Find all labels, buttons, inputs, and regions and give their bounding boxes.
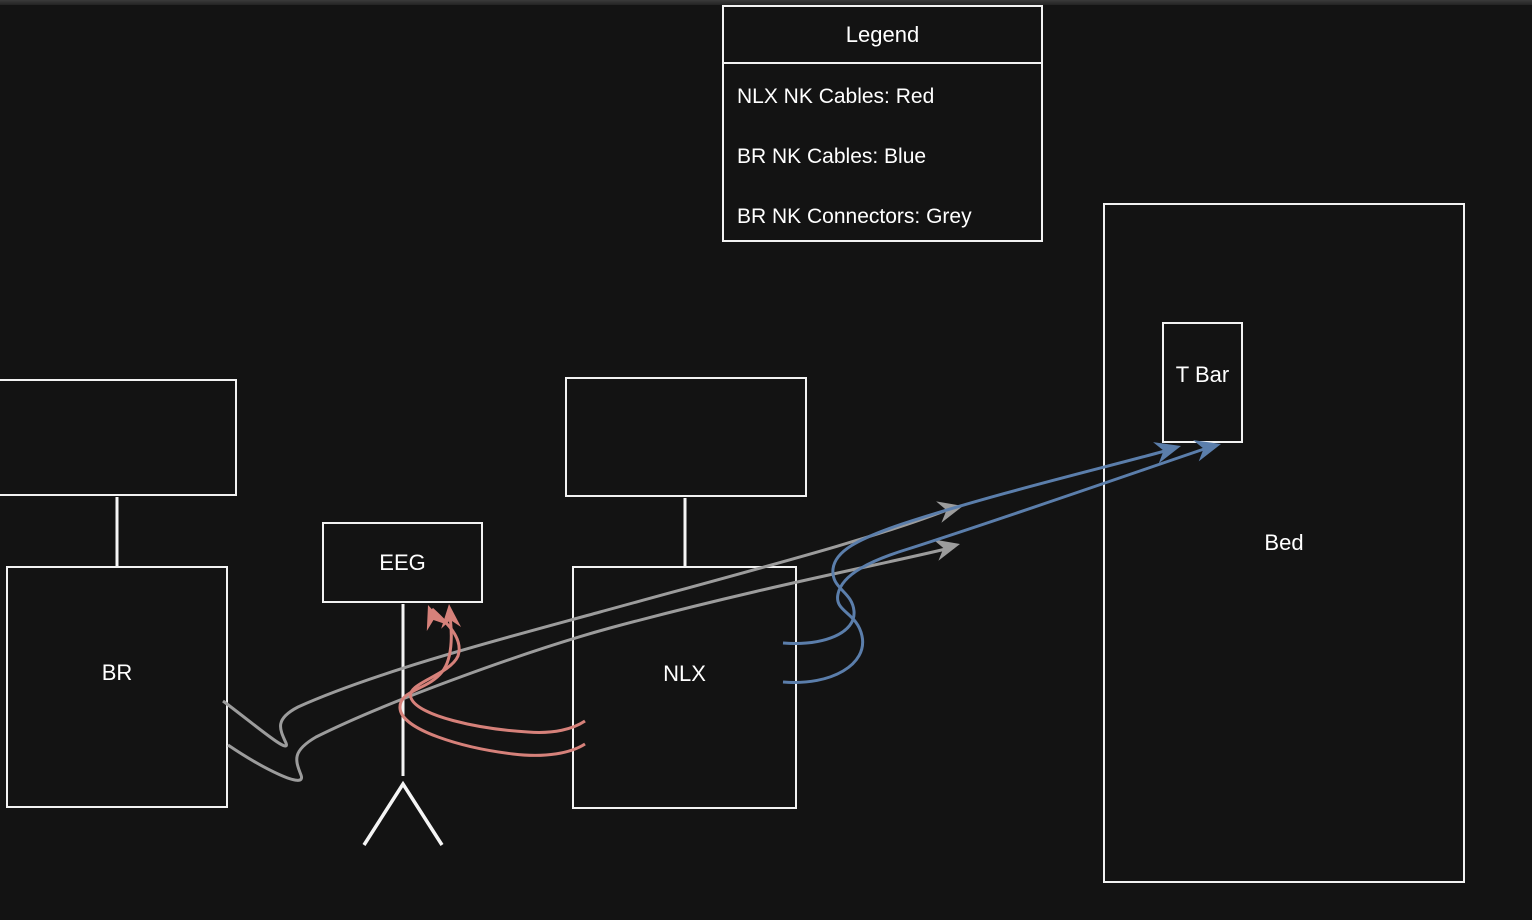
bed-box: Bed [1103,203,1465,883]
window-top-strip [0,0,1532,5]
br-nk-connector-2-arrowhead [933,539,960,561]
tbar-box-label: T Bar [1175,362,1230,387]
br-box: BR [6,566,228,808]
nlx-top-box [565,377,807,497]
nlx-box: NLX [572,566,797,809]
nlx-nk-cable-1-path [409,607,586,734]
eeg-box-label: EEG [379,549,426,575]
nlx-nk-cable-2-path [398,609,586,757]
nlx-nk-cable-1-arrowhead [426,605,446,631]
nlx-box-label: NLX [663,661,706,686]
br-nk-connector-1-arrowhead [936,501,963,523]
br-top-box [0,379,237,496]
tbar-box: T Bar [1162,322,1243,443]
bed-box-label: Bed [1264,530,1304,555]
eeg-box: EEG [322,522,483,603]
legend-item-br-nk-cables: BR NK Cables: Blue [737,145,927,168]
legend-item-br-nk-connectors: BR NK Connectors: Grey [737,205,972,228]
legend: Legend NLX NK Cables: Red BR NK Cables: … [722,5,1043,242]
nlx-nk-cable-2-arrowhead [441,604,462,629]
br-box-label: BR [101,660,133,685]
legend-item-nlx-nk-cables: NLX NK Cables: Red [737,85,935,108]
eeg-stand-legs [362,780,444,846]
legend-title: Legend [724,7,1041,64]
